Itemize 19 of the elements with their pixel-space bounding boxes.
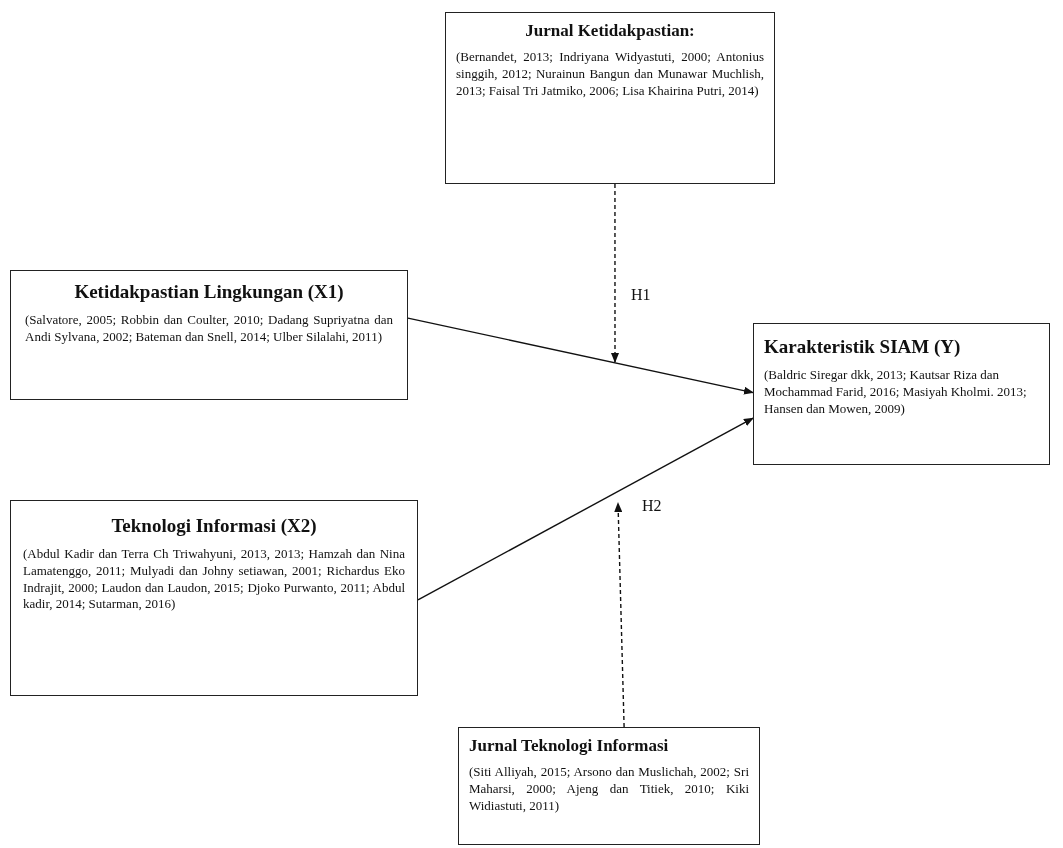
reference-list: (Salvatore, 2005; Robbin dan Coulter, 2010; Dadang Supriyatna dan Andi Sylvana, 2002; Bateman dan Snell, 2014; Ulber Silalahi, 2011): [25, 311, 393, 346]
concept-box: [753, 323, 1050, 465]
reference-list: (Siti Alliyah, 2015; Arsono dan Muslichah, 2002; Sri Maharsi, 2000; Ajeng dan Titiek, 2010; Kiki Widiastuti, 2011): [469, 764, 749, 816]
concept-box: [10, 270, 408, 400]
box-heading: Ketidakpastian Lingkungan (X1): [73, 281, 345, 304]
arrow: [407, 317, 754, 395]
concept-box: [10, 500, 418, 696]
box-heading: Karakteristik SIAM (Y): [764, 336, 962, 359]
concept-box: [445, 12, 775, 184]
arrow: [417, 417, 754, 601]
box-heading: Jurnal Teknologi Informasi: [469, 736, 670, 757]
box-heading: Jurnal Ketidakpastian:: [524, 21, 696, 42]
dashed-arrow: [611, 183, 619, 363]
reference-list: (Baldric Siregar dkk, 2013; Kautsar Riza dan Mochammad Farid, 2016; Masiyah Kholmi. 2013; Hansen dan Mowen, 2009): [764, 366, 1039, 418]
box-heading: Teknologi Informasi (X2): [110, 515, 318, 538]
reference-list: (Abdul Kadir dan Terra Ch Triwahyuni, 2013, 2013; Hamzah dan Nina Lamatenggo, 2011; Mulyadi dan Johny setiawan, 2001; Richardus Eko Indrajit, 2000; Laudon dan Laudon, 2015; Djoko Purwanto, 2011; Abdul kadir, 2014; Sutarman, 2016): [23, 545, 405, 614]
dashed-arrow: [614, 502, 625, 728]
concept-box: [458, 727, 760, 845]
reference-list: (Bernandet, 2013; Indriyana Widyastuti, 2000; Antonius singgih, 2012; Nurainun Bangun dan Munawar Muchlish, 2013; Faisal Tri Jatmiko, 2006; Lisa Khairina Putri, 2014): [456, 49, 764, 101]
